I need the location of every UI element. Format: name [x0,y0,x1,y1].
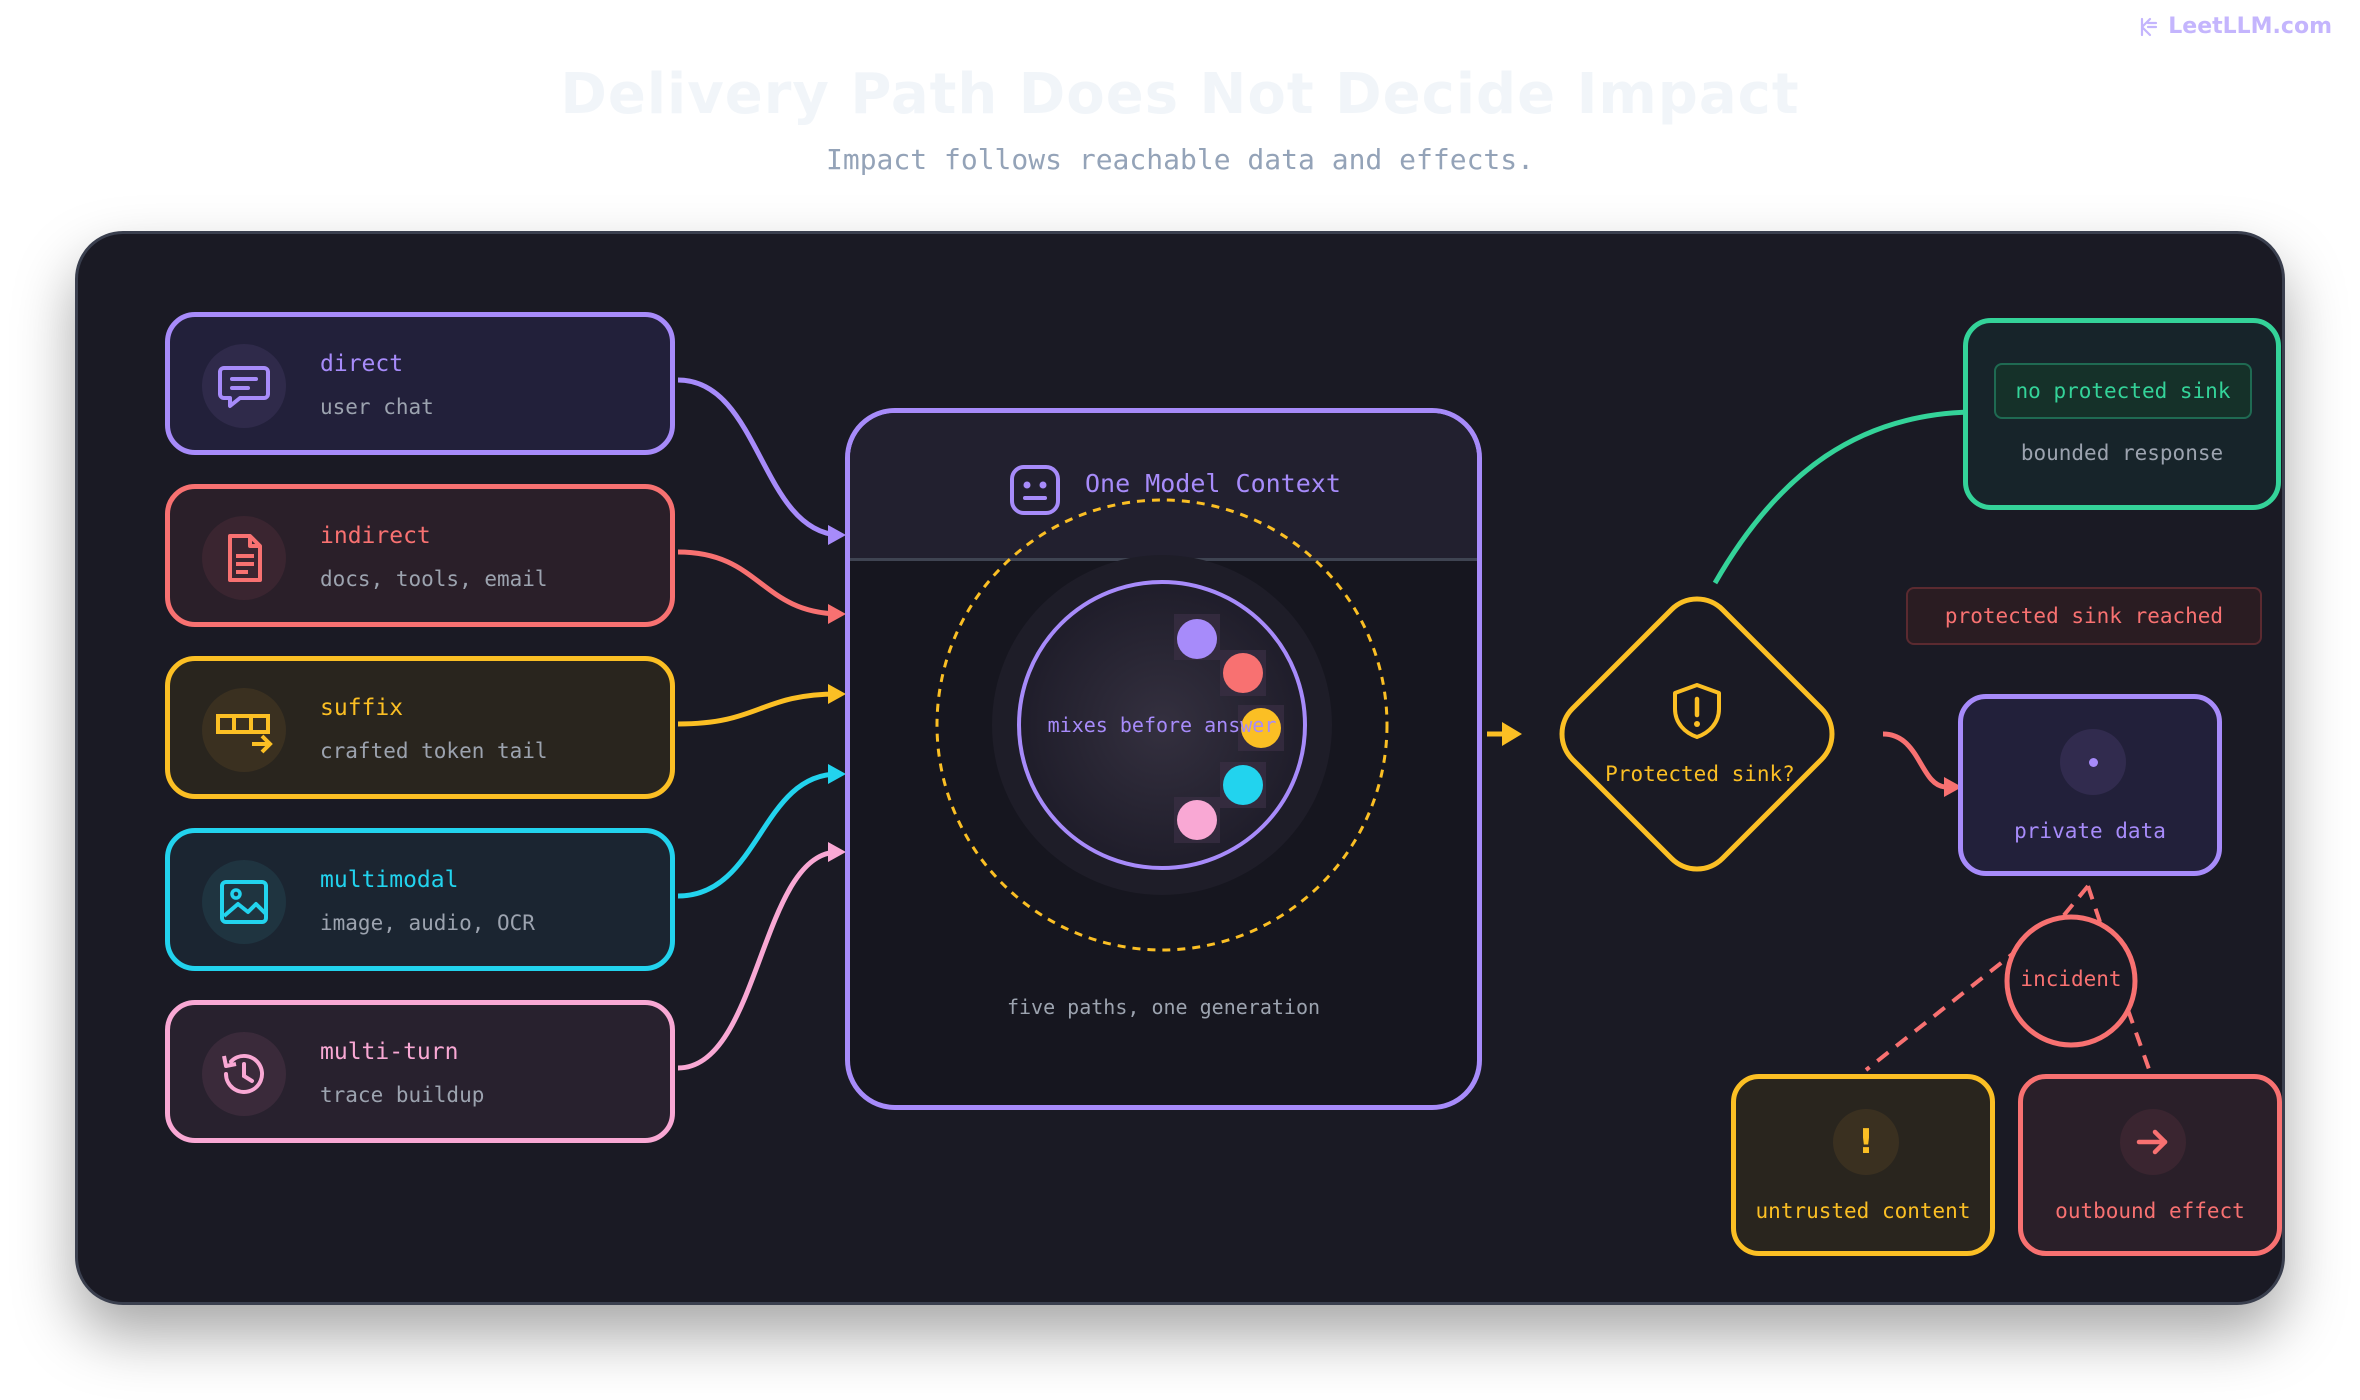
arrow-direct [828,525,846,545]
untrusted-content-box: ! untrusted content [1731,1074,1995,1256]
source-suffix-desc: crafted token tail [320,739,548,763]
mixing-label: mixes before answer [1047,713,1277,737]
brand-text: LeetLLM.com [2168,14,2332,39]
safe-tag: no protected sink [1994,363,2252,419]
arrow-decision-to-private [1944,777,1962,797]
mixing-boundary [935,498,1389,952]
untrusted-content-label: untrusted content [1755,1199,1971,1223]
outbound-effect-box: outbound effect [2018,1074,2282,1256]
source-direct: direct user chat [165,312,675,455]
source-multi-turn-desc: trace buildup [320,1083,485,1107]
outbound-effect-label: outbound effect [2055,1199,2245,1223]
connector-direct [677,377,839,538]
arrow-indirect [828,604,846,624]
dot-direct [1177,619,1217,659]
page-title: Delivery Path Does Not Decide Impact [560,62,1800,127]
document-icon [202,516,286,600]
source-indirect-desc: docs, tools, email [320,567,548,591]
connector-multimodal [677,771,839,899]
connector-decision-to-private [1882,731,1946,790]
exclamation-icon: ! [1833,1109,1899,1175]
incident-node [2004,914,2138,1048]
dot-indirect [1223,653,1263,693]
source-multi-turn-name: multi-turn [320,1039,459,1065]
arrow-multimodal [828,764,846,784]
private-data-icon [2060,729,2126,795]
arrow-suffix [828,684,846,704]
source-direct-name: direct [320,351,404,377]
robot-face-icon [1010,465,1060,515]
dot-suffix [1241,708,1281,748]
dot-multi-turn [1177,800,1217,840]
source-indirect: indirect docs, tools, email [165,484,675,627]
source-multimodal: multimodal image, audio, OCR [165,828,675,971]
connector-indirect [677,549,839,617]
private-data-label: private data [2014,819,2166,843]
dashed-private-to-incident [2058,884,2090,922]
connector-multi-turn [677,849,839,1071]
model-context-footer: five paths, one generation [1006,995,1321,1019]
safe-outcome-box: no protected sink bounded response [1963,318,2281,510]
model-context-title: One Model Context [1085,469,1341,498]
source-multimodal-desc: image, audio, OCR [320,911,535,935]
arrow-context-to-decision [1502,722,1522,746]
dot-multimodal [1223,765,1263,805]
private-data-box: private data [1958,694,2222,876]
source-suffix-name: suffix [320,695,404,721]
incident-label: incident [2020,967,2122,991]
source-suffix: suffix crafted token tail [165,656,675,799]
arrow-right-icon [2120,1109,2186,1175]
token-tail-icon [202,688,286,772]
dashed-incident-to-outbound [2126,1009,2152,1073]
shield-alert-icon [1673,683,1721,739]
brand-logo: LeetLLM.com [2136,14,2332,39]
decision-label: Protected sink? [1605,762,1795,786]
chat-icon [202,344,286,428]
image-icon [202,860,286,944]
source-multi-turn: multi-turn trace buildup [165,1000,675,1143]
source-direct-desc: user chat [320,395,434,419]
history-icon [202,1032,286,1116]
safe-label: bounded response [2020,441,2224,465]
brand-icon [2141,17,2158,36]
source-multimodal-name: multimodal [320,867,459,893]
dashed-incident-to-untrusted [1864,946,2022,1072]
decision-diamond [1559,596,1835,872]
source-indirect-name: indirect [320,523,431,549]
connector-decision-to-safe [1712,409,1971,585]
page-subtitle: Impact follows reachable data and effect… [825,143,1534,176]
arrow-multi-turn [828,842,846,862]
connector-suffix [677,691,839,727]
unsafe-tag: protected sink reached [1906,587,2262,645]
